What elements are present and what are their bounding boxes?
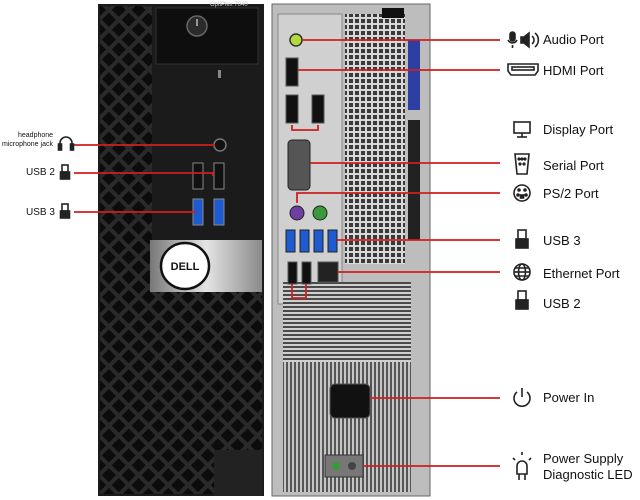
label-ethernet-port: Ethernet Port [543,266,620,281]
rear-power-inlet[interactable] [329,383,371,419]
rear-ethernet-port[interactable] [317,261,339,283]
usb-icon [59,203,71,219]
front-icons [57,136,75,219]
label-psu-led-line2: Diagnostic LED [543,467,633,482]
rear-icons [507,31,540,480]
label-rear-usb2: USB 2 [543,296,581,311]
rear-displayport-1[interactable] [285,94,299,124]
label-hdmi-port: HDMI Port [543,63,604,78]
dell-logo-ring [159,241,211,291]
callout-front-usb2 [74,172,214,176]
expansion-slot-1 [408,40,420,110]
serial-port-icon [514,153,530,175]
model-label: OptiPlex 7040 [210,2,248,8]
rear-ps2-mouse[interactable] [312,205,328,221]
rear-usb2-port-1[interactable] [287,261,298,285]
rear-serial-port[interactable] [287,139,311,191]
callout-usb2-rear [291,284,307,299]
label-psu-led-line1: Power Supply [543,451,624,466]
drive-bay [155,7,259,65]
label-headphone-line2: microphone jack [2,141,53,148]
usb-icon [515,290,529,310]
label-front-usb3: USB 3 [26,207,55,218]
rear-psu-led-housing [324,454,364,478]
pcie-slot-cover [283,282,411,362]
label-power-in: Power In [543,390,595,405]
rear-audio-jack[interactable] [289,33,303,47]
callout-display [291,125,319,131]
label-front-usb2: USB 2 [26,167,55,178]
headphone-jack[interactable] [213,138,227,152]
rear-ps2-keyboard[interactable] [289,205,305,221]
callout-lines [74,39,500,467]
label-rear-usb3: USB 3 [543,233,581,248]
rear-usb2-port-2[interactable] [301,261,312,285]
front-usb2-port-1[interactable] [192,162,204,190]
activity-led [218,70,221,78]
front-foot [214,450,262,496]
monitor-icon [513,121,531,138]
rear-usb3-port-4[interactable] [327,229,338,253]
dell-logo: DELL [171,261,200,273]
headphone-icon [57,136,75,151]
rear-usb3-port-1[interactable] [285,229,296,253]
ps2-port-icon [513,184,531,202]
usb-icon [59,164,71,180]
rear-usb3-port-3[interactable] [313,229,324,253]
front-tower: DELL [98,4,264,496]
rear-usb3-port-2[interactable] [299,229,310,253]
speaker-icon [520,31,540,49]
rear-tower [271,3,431,497]
callout-ps2 [296,192,500,203]
label-ps2-port: PS/2 Port [543,186,599,201]
globe-icon [513,263,531,281]
label-audio-port: Audio Port [543,32,604,47]
front-usb3-port-2[interactable] [213,198,225,226]
led-bulb-icon [512,452,532,480]
lock-slot [382,8,404,18]
front-usb2-port-2[interactable] [213,162,225,190]
rear-displayport-2[interactable] [311,94,325,124]
power-icon [513,388,531,407]
rear-vent-grill [345,14,405,264]
label-display-port: Display Port [543,122,614,137]
expansion-slot-2 [408,120,420,240]
rear-psu-led [332,462,340,470]
usb-icon [515,229,529,249]
rear-hdmi-port[interactable] [285,57,299,87]
microphone-icon [507,31,518,48]
hdmi-icon [507,63,539,76]
label-serial-port: Serial Port [543,158,604,173]
label-headphone-line1: headphone [18,132,54,139]
